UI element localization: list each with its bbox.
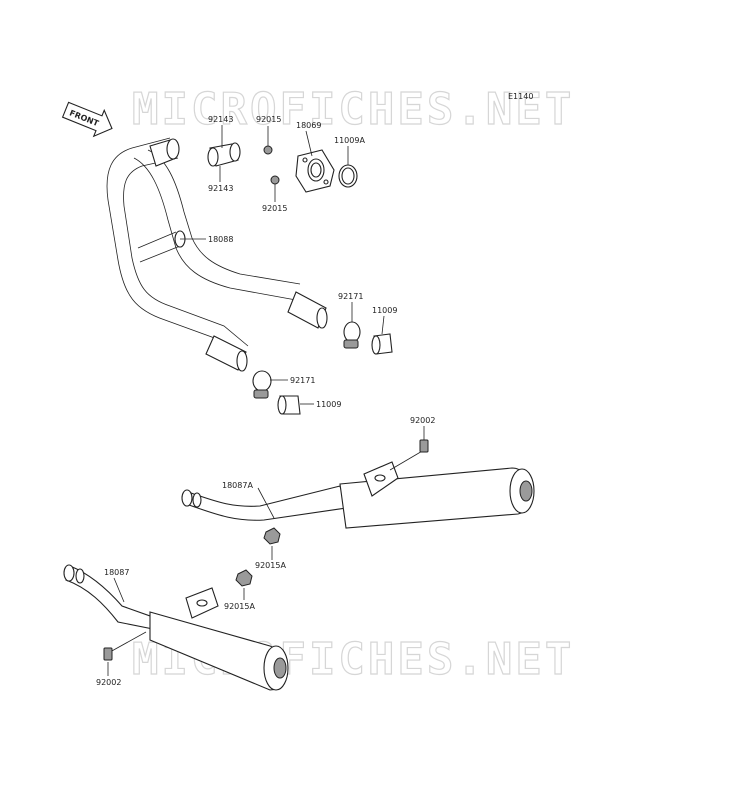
label-92002-lower: 92002 [96,678,121,687]
label-92015-bottom: 92015 [262,204,287,213]
bolt-92002-upper [389,439,429,471]
muffler-18087 [63,564,289,691]
header-pipe-18088 [106,137,328,372]
clamp-92171-right [343,321,361,349]
gasket-11009A [338,164,358,188]
label-92143-top: 92143 [208,115,233,124]
muffler-18087A [181,461,535,529]
figure-code: E1140 [508,92,533,101]
label-11009A: 11009A [334,136,365,145]
label-92015A-upper: 92015A [255,561,286,570]
label-11009-right: 11009 [372,306,397,315]
label-18087A: 18087A [222,481,253,490]
bolt-92002-lower [103,631,147,661]
flange-18069 [295,149,335,193]
label-92015-top: 92015 [256,115,281,124]
clamp-92171-lower [252,370,272,399]
collar-92143 [207,142,241,167]
label-92171-right: 92171 [338,292,363,301]
watermark-top: MICROFICHES.NET [132,84,574,135]
front-arrow-icon: FRONT [61,101,113,138]
gasket-11009-lower [277,395,301,415]
label-18088: 18088 [208,235,233,244]
label-18087: 18087 [104,568,129,577]
label-92143-bottom: 92143 [208,184,233,193]
label-11009-lower: 11009 [316,400,341,409]
label-92171-lower: 92171 [290,376,315,385]
nut-92015A-upper [263,527,281,545]
nut-92015A-lower [235,569,253,587]
label-18069: 18069 [296,121,321,130]
label-92015A-lower: 92015A [224,602,255,611]
label-92002-upper: 92002 [410,416,435,425]
nut-92015-bottom [270,175,280,185]
gasket-11009-right [371,333,393,355]
leader-lines [107,125,425,676]
nut-92015-top [263,145,273,155]
